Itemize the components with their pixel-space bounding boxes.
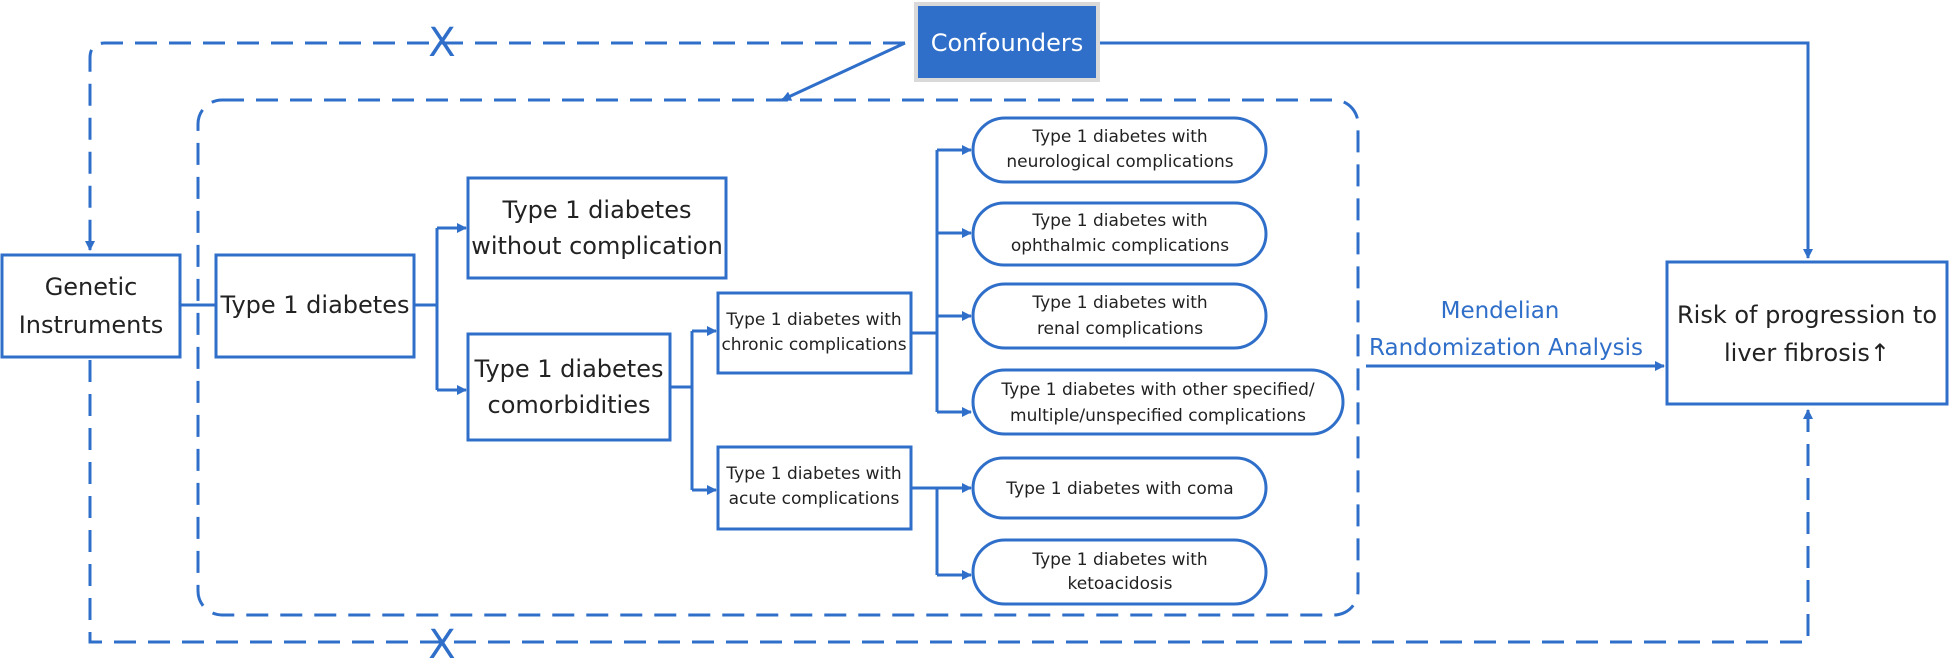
coma-node <box>971 456 1268 520</box>
instruments-to-outcome-dashed-line <box>88 360 1810 644</box>
renal-line2: renal complications <box>1037 319 1203 339</box>
renal-line1: Type 1 diabetes with <box>1031 293 1207 313</box>
confounder-to-outcome-arrow <box>1100 41 1813 259</box>
mr-analysis-label-line1: Mendelian <box>1441 298 1560 324</box>
other-line2: multiple/unspecified complications <box>1010 406 1306 426</box>
type1-diabetes-box <box>214 253 416 359</box>
genetic-instruments-line1: Genetic <box>45 273 138 301</box>
chronic-line2: chronic complications <box>721 335 906 355</box>
genetic-instruments-line2: Instruments <box>19 311 164 339</box>
without-complication-box <box>466 176 728 280</box>
outcome-line2: liver fibrosis↑ <box>1724 339 1890 367</box>
renal-node <box>971 282 1268 350</box>
other-line1: Type 1 diabetes with other specified/ <box>1000 380 1315 400</box>
comorbidities-line2: comorbidities <box>488 391 651 419</box>
mr-analysis-label-line2: Randomization Analysis <box>1369 335 1643 361</box>
comorbidities-line1: Type 1 diabetes <box>474 355 664 383</box>
ophthalmic-line1: Type 1 diabetes with <box>1031 211 1207 231</box>
neurological-line2: neurological complications <box>1006 152 1233 172</box>
ophthalmic-line2: ophthalmic complications <box>1011 236 1229 256</box>
exposure-group-dashed-box <box>196 98 1360 617</box>
genetic-instruments-box <box>0 253 182 359</box>
ketoacidosis-node <box>971 538 1268 606</box>
confounders-label: Confounders <box>931 29 1084 57</box>
confounders-box <box>918 6 1096 78</box>
without-complication-line2: without complication <box>471 232 723 260</box>
other-complications-node <box>971 368 1345 436</box>
ketoacidosis-line1: Type 1 diabetes with <box>1031 550 1207 570</box>
confounder-to-instruments-dashed-line <box>88 41 905 245</box>
outer-dashed-path <box>88 41 1810 644</box>
blocked-x-marker-top: X <box>428 20 455 66</box>
comorbidities-box <box>466 332 672 442</box>
ketoacidosis-line2: ketoacidosis <box>1068 574 1173 594</box>
confounder-to-exposure-arrow <box>781 41 906 102</box>
chronic-line1: Type 1 diabetes with <box>725 310 901 330</box>
without-complication-line1: Type 1 diabetes <box>502 196 692 224</box>
neurological-line1: Type 1 diabetes with <box>1031 127 1207 147</box>
chronic-complications-box <box>716 291 913 375</box>
outcome-line1: Risk of progression to <box>1677 301 1937 329</box>
acute-complications-box <box>716 445 913 531</box>
type1-diabetes-label: Type 1 diabetes <box>220 291 410 319</box>
acute-line1: Type 1 diabetes with <box>725 464 901 484</box>
neurological-node <box>971 116 1268 184</box>
ophthalmic-node <box>971 201 1268 267</box>
coma-label: Type 1 diabetes with coma <box>1005 479 1233 499</box>
acute-line2: acute complications <box>729 489 900 509</box>
outcome-box <box>1665 260 1949 406</box>
blocked-x-marker-bottom: X <box>428 622 455 663</box>
